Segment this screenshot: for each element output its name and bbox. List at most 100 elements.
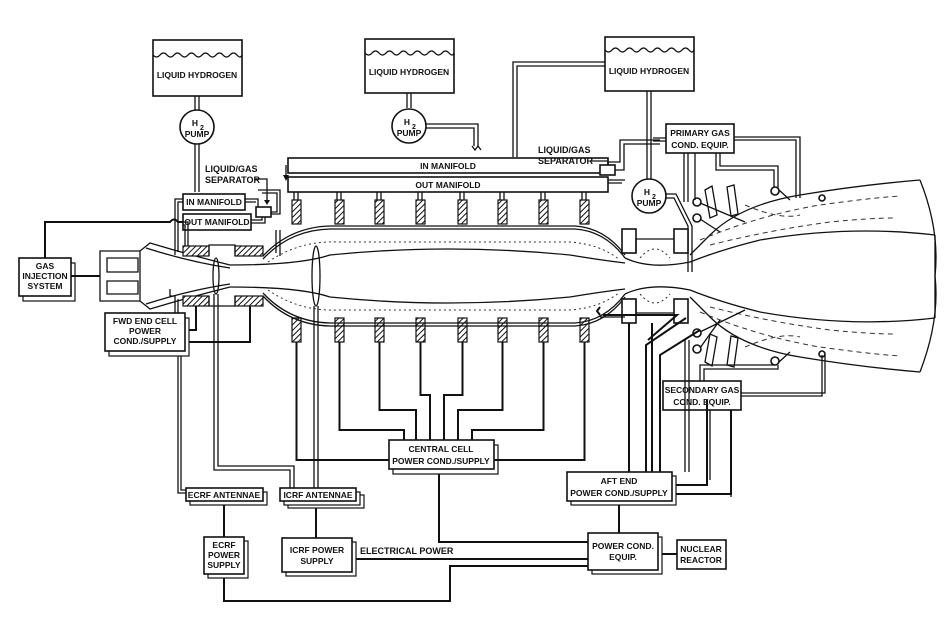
lh2-tank-left: LIQUID HYDROGEN [152,39,243,97]
pump-label-sub: 2 [652,194,656,201]
secondary-gas-cond-equip: SECONDARY GAS COND. EQUIP. [662,355,826,497]
fwd-coil [234,245,264,257]
fwd-coil [234,295,264,307]
liquid-surface-wave [152,52,243,58]
block-label: SECONDARY GAS [665,385,740,395]
block-label: COND. EQUIP. [673,397,730,407]
icrf-feed-line [313,306,319,490]
block-label: GAS [36,261,55,271]
separator-label: LIQUID/GAS [538,145,591,155]
separator-label: SEPARATOR [538,156,594,166]
central-coil [334,199,345,225]
aft-end-power-supply: AFT END POWER COND./SUPPLY [566,306,732,506]
pump-label-sub: 2 [412,124,416,131]
block-label: ICRF ANTENNAE [283,490,352,500]
liquid-surface-wave [364,50,455,56]
gas-injection-system: GAS INJECTION SYSTEM [18,218,183,302]
central-coil [291,199,302,225]
block-label: POWER [129,326,161,336]
power-cond-equip: POWER COND. EQUIP. [587,505,677,575]
tank-label: LIQUID HYDROGEN [369,67,449,77]
block-label: POWER [208,550,240,560]
block-label: AFT END [601,476,638,486]
aft-end-section [621,179,937,373]
block-label: POWER COND./SUPPLY [570,488,668,498]
manifold-label: IN MANIFOLD [420,161,476,171]
ecrf-antennae: ECRF ANTENNAE [185,487,268,537]
block-label: INJECTION [22,271,67,281]
manifold-label: OUT MANIFOLD [184,217,249,227]
central-coil [374,199,385,225]
block-label: EQUIP. [609,552,637,562]
central-coil [334,317,345,343]
h2-pump-center: H 2 PUMP [391,93,482,152]
coil-power-wire [457,342,504,440]
ecrf-power-supply: ECRF POWER SUPPLY [203,536,588,602]
pump-label-sub: 2 [200,125,204,132]
tank-label: LIQUID HYDROGEN [609,66,689,76]
block-label: COND./SUPPLY [114,336,177,346]
manifold-feed-pipe [499,192,505,200]
central-coil [415,199,426,225]
central-coil [497,317,508,343]
block-label: ECRF ANTENNAE [188,490,261,500]
block-label: NUCLEAR [680,544,722,554]
coil-power-wire [338,342,405,440]
coil-power-wire [443,342,464,440]
central-coil-wiring [295,342,586,461]
central-separator-box [599,164,616,176]
central-coil [538,199,549,225]
primary-gas-cond-equip: PRIMARY GAS COND. EQUIP. [653,123,801,202]
manifold-feed-pipe [540,192,546,200]
pump-label-h: H [192,118,198,128]
central-coil [538,317,549,343]
block-label: CENTRAL CELL [408,444,473,454]
pump-label-h: H [404,117,410,127]
fwd-coil [182,245,210,257]
ecrf-antenna-ring [212,257,220,295]
fwd-end-cell-power-supply: FWD END CELL POWER COND./SUPPLY [104,289,295,494]
icrf-antennae: ICRF ANTENNAE [279,487,365,538]
central-coil [497,199,508,225]
coil-power-wire [494,342,586,461]
central-out-manifold [287,176,609,193]
block-label: SUPPLY [207,560,241,570]
block-label: PRIMARY GAS [670,128,730,138]
pump-label-pump: PUMP [397,128,422,138]
block-label: ICRF POWER [290,545,344,555]
coil-power-wire [378,342,417,440]
block-label: SUPPLY [300,556,334,566]
fwd-separator-box [255,206,272,218]
manifold-label: IN MANIFOLD [186,197,242,207]
block-label: FWD END CELL [113,316,177,326]
separator-label: SEPARATOR [205,175,261,185]
tank-label: LIQUID HYDROGEN [157,70,237,80]
central-coils-top [291,192,590,225]
pump-label-pump: PUMP [185,129,210,139]
central-manifold-group: IN MANIFOLD OUT MANIFOLD LIQUID/GAS SEPA… [283,139,660,214]
central-cell-chamber [229,225,626,327]
central-cell-power-supply: CENTRAL CELL POWER COND./SUPPLY [388,439,499,475]
central-coil [457,199,468,225]
icrf-antenna-ring [311,245,321,307]
manifold-feed-pipe [293,192,299,200]
central-coils-bottom [291,317,590,343]
fwd-manifold-group: LIQUID/GAS SEPARATOR IN MANIFOLD OUT MAN… [174,164,281,256]
pump-label-h: H [644,187,650,197]
pump-label-pump: PUMP [637,198,662,208]
central-coil [579,199,590,225]
manifold-feed-pipe [581,192,587,200]
coil-power-wire [295,342,389,461]
central-to-power-cond-line [438,474,588,543]
separator-label: LIQUID/GAS [205,164,258,174]
manifold-feed-pipe [459,192,465,200]
coil-power-wire [419,342,431,440]
liquid-surface-wave [604,47,695,53]
manifold-feed-pipe [376,192,382,200]
fwd-coil [182,295,210,307]
central-coil [374,317,385,343]
block-label: POWER COND./SUPPLY [392,456,490,466]
block-label: COND. EQUIP. [671,140,728,150]
block-label: POWER COND. [592,541,654,551]
